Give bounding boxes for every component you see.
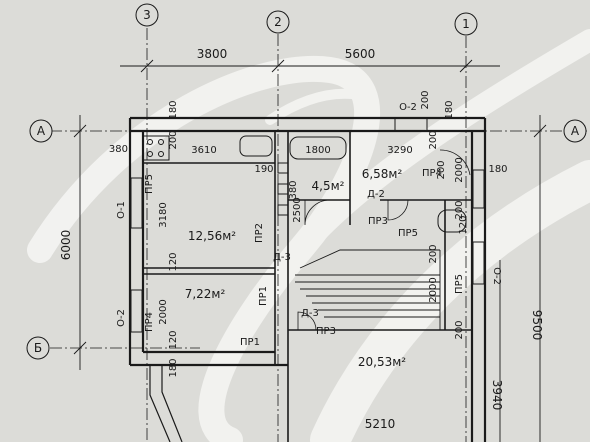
axis-label-a-left: A [37, 124, 46, 138]
dim-2000-right: 2000 [454, 157, 465, 182]
dim-2000-left: 2000 [158, 299, 169, 324]
axis-label-b-left: Б [34, 341, 42, 355]
staircase [295, 249, 441, 330]
dim-180-d: 180 [168, 358, 179, 377]
dim-200-a: 200 [168, 130, 179, 149]
dim-380b: 380 [288, 180, 299, 199]
mark-pr4-b: ПР4 [144, 312, 155, 332]
dim-200-b: 200 [420, 90, 431, 109]
dim-2500: 2500 [292, 197, 303, 222]
dim-2000-mid: 2000 [428, 277, 439, 302]
dim-120-a: 120 [168, 252, 179, 271]
door-swings [297, 149, 471, 331]
dim-190: 190 [254, 164, 273, 175]
bathroom-fixtures [142, 135, 467, 233]
dim-200-c: 200 [436, 160, 447, 179]
axis-label-2: 2 [274, 15, 282, 29]
left-dimension-line [73, 115, 87, 370]
dim-200-f: 200 [454, 320, 465, 339]
dim-5600: 5600 [345, 47, 376, 61]
dim-200-e: 200 [428, 244, 439, 263]
dim-120-b: 120 [168, 330, 179, 349]
mark-o2-right: О-2 [491, 267, 502, 285]
dim-200-d: 200 [454, 200, 465, 219]
interior-walls [143, 131, 472, 442]
mark-o2-top: О-2 [399, 102, 417, 113]
mark-d3-low: Д-3 [301, 308, 319, 319]
mark-o1-left: О-1 [116, 201, 127, 219]
axis-label-3: 3 [143, 8, 151, 22]
mark-o2-left: О-2 [116, 309, 127, 327]
dim-1800: 1800 [305, 145, 330, 156]
dim-5210: 5210 [365, 417, 396, 431]
windows [130, 117, 485, 333]
mark-pr5-b: ПР5 [398, 228, 418, 239]
room-area-20-53: 20,53м² [358, 355, 406, 369]
dim-380: 380 [109, 144, 128, 155]
dim-3610: 3610 [191, 145, 216, 156]
room-area-6-58: 6,58м² [362, 167, 403, 181]
mark-pr5-a: ПР5 [144, 174, 155, 194]
mark-pr3-b: ПР3 [316, 326, 336, 337]
mark-pr1-a: ПР1 [258, 286, 269, 306]
mark-d3-mid: Д-3 [273, 252, 291, 263]
dim-3290: 3290 [387, 145, 412, 156]
mark-pr5-c: ПР5 [454, 274, 465, 294]
dim-120-c: 120 [458, 215, 469, 234]
right-dimension-line [499, 115, 547, 442]
dim-3800: 3800 [197, 47, 228, 61]
room-area-12-56: 12,56м² [188, 229, 236, 243]
dim-9500: 9500 [530, 310, 544, 341]
dim-3180: 3180 [158, 202, 169, 227]
dim-180-c: 180 [488, 164, 507, 175]
top-dimension-line [120, 59, 500, 73]
axis-label-a-right: A [571, 124, 580, 138]
mark-pr4-a: ПР4 [422, 168, 442, 179]
axis-markers [26, 3, 587, 360]
room-area-7-22: 7,22м² [185, 287, 226, 301]
mark-d2: Д-2 [367, 189, 385, 200]
dim-200-g: 200 [428, 130, 439, 149]
dim-180-a: 180 [168, 100, 179, 119]
dim-3940: 3940 [490, 380, 504, 411]
axis-label-1: 1 [462, 17, 470, 31]
dim-180-b: 180 [444, 100, 455, 119]
room-area-4-5: 4,5м² [312, 179, 345, 193]
mark-pr3-a: ПР3 [368, 216, 388, 227]
entry-porch [149, 365, 183, 442]
mark-pr2: ПР2 [254, 223, 265, 243]
dim-6000: 6000 [59, 230, 73, 261]
mark-pr1-b: ПР1 [240, 337, 260, 348]
watermark-logo [27, 29, 590, 442]
